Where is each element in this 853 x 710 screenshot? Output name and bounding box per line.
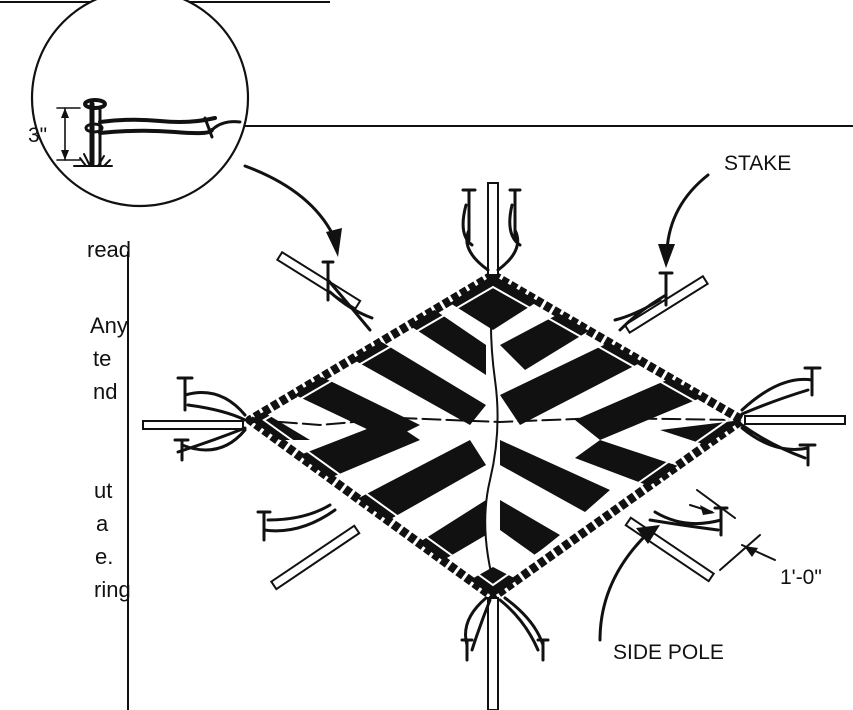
side-pole-label: SIDE POLE [613, 641, 724, 664]
text-fragment: te [93, 346, 111, 371]
side-pole [487, 597, 499, 710]
detail-rope [98, 116, 217, 136]
stake-pointer-arrow [658, 173, 710, 268]
spacing-dimension [689, 489, 776, 571]
detail-circle [30, 0, 250, 208]
text-fragment: read [87, 237, 131, 262]
stake [256, 510, 272, 542]
detail-stake-head [83, 98, 107, 110]
stakes [173, 188, 822, 662]
text-fragment: e. [95, 544, 113, 569]
side-pole [269, 524, 361, 591]
spacing-dimension-label: 1'-0" [780, 566, 822, 589]
side-pole [744, 415, 846, 425]
stake [658, 271, 674, 307]
left-text-column: read Any te nd ut a e. ring [87, 237, 131, 602]
stake-detail-inset: 3" [28, 0, 250, 208]
stake [461, 188, 522, 242]
inset-pointer-arrow [243, 164, 342, 257]
side-pole [487, 182, 499, 276]
text-fragment: ut [94, 478, 112, 503]
text-fragment: nd [93, 379, 117, 404]
stake-label: STAKE [724, 152, 791, 175]
text-fragment: Any [90, 313, 128, 338]
height-dimension-label: 3" [28, 124, 47, 147]
side-pole-pointer-arrow [598, 525, 660, 642]
text-fragment: ring [94, 577, 131, 602]
text-fragment: a [96, 511, 109, 536]
side-pole [275, 250, 362, 310]
side-pole [142, 420, 244, 430]
